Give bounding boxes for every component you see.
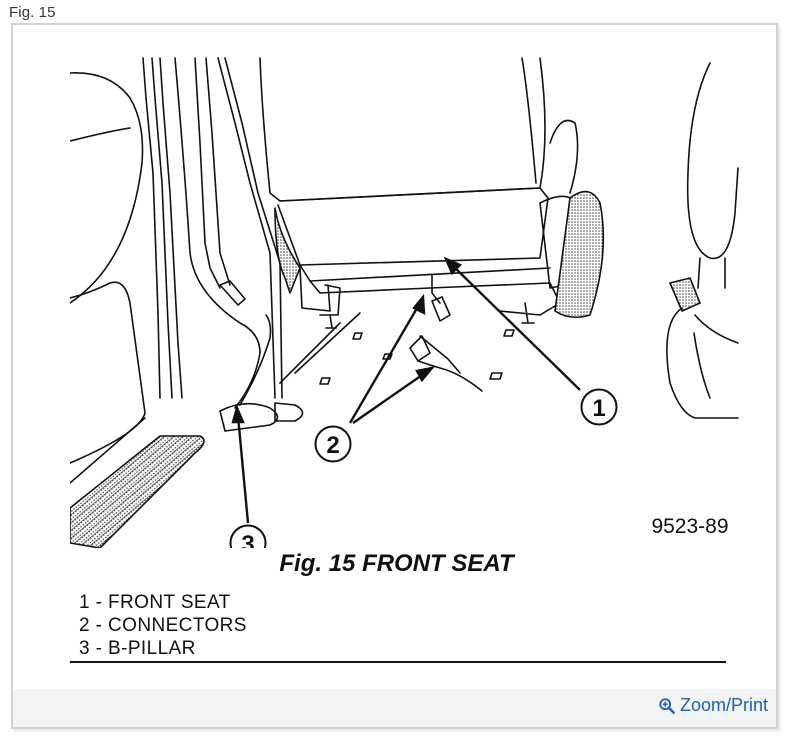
zoom-print-link[interactable]: Zoom/Print	[658, 695, 768, 716]
legend-item: 1 - FRONT SEAT	[79, 592, 231, 613]
legend-divider	[70, 661, 726, 663]
svg-text:2: 2	[326, 432, 339, 459]
part-number: 9523-89	[651, 515, 728, 538]
callout-3: 3	[229, 524, 267, 548]
zoom-print-label: Zoom/Print	[679, 695, 768, 715]
callout-2: 2	[314, 425, 352, 463]
figure-footer: Zoom/Print	[13, 689, 776, 727]
svg-text:1: 1	[592, 395, 605, 422]
front-seat-illustration: 1 2 3 9523-89	[70, 53, 780, 548]
figure-card: 1 2 3 9523-89 Fig. 15 FRONT SEAT 1 - FRO…	[11, 23, 778, 729]
magnifier-plus-icon	[659, 697, 675, 714]
figure-caption: Fig. 15 FRONT SEAT	[279, 550, 514, 577]
legend-item: 2 - CONNECTORS	[79, 615, 247, 636]
seat-line-drawing: 1 2 3 9523-89	[70, 57, 739, 548]
legend-item: 3 - B-PILLAR	[79, 638, 196, 659]
figure-label: Fig. 15	[9, 4, 56, 21]
callout-1: 1	[580, 388, 618, 426]
svg-text:3: 3	[241, 531, 254, 548]
legend-list: 1 - FRONT SEAT 2 - CONNECTORS 3 - B-PILL…	[79, 591, 247, 660]
